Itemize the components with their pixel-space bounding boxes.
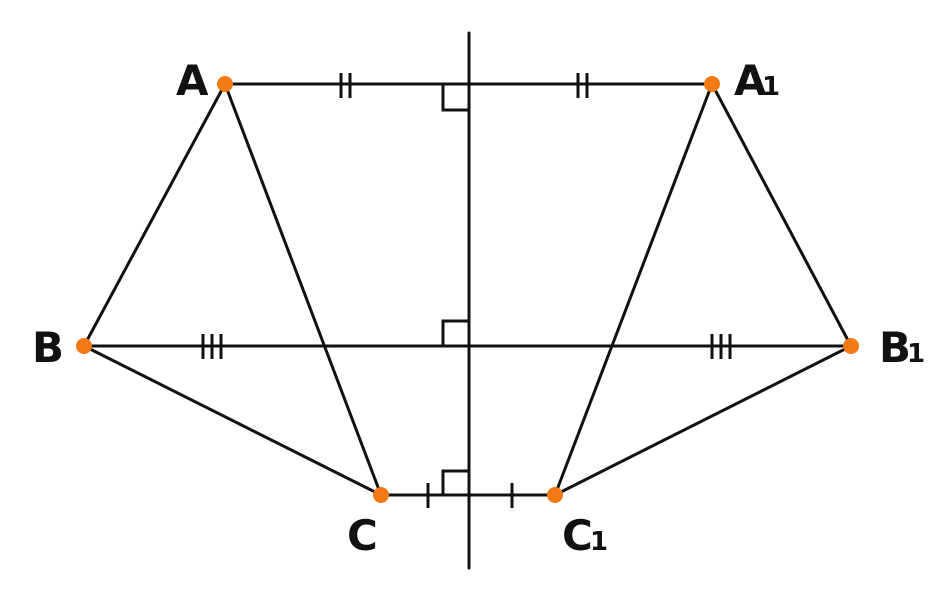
point-b1	[843, 338, 859, 354]
label-a1: A	[734, 56, 767, 105]
side-b1-c1	[553, 344, 853, 497]
point-a1	[704, 76, 720, 92]
right-angle-marker-b	[441, 319, 469, 346]
point-c	[373, 487, 389, 503]
side-b-c	[82, 344, 383, 497]
double-tick-right-aa1	[576, 73, 589, 98]
right-angle-marker-c	[441, 469, 469, 495]
point-a	[217, 76, 233, 92]
point-b	[76, 338, 92, 354]
double-tick-left-aa1	[339, 73, 352, 98]
label-b1-subscript: 1	[907, 339, 925, 369]
side-a-b	[82, 82, 227, 348]
label-c1: C	[562, 511, 593, 560]
right-angle-marker-a	[441, 84, 469, 112]
label-a1-subscript: 1	[762, 72, 780, 102]
label-b1: B	[879, 323, 911, 372]
label-a: A	[176, 56, 209, 105]
side-a1-b1	[710, 82, 853, 348]
label-c: C	[347, 511, 378, 560]
label-c1-subscript: 1	[590, 527, 608, 557]
triple-tick-right-bb1	[710, 334, 732, 359]
triple-tick-left-bb1	[201, 334, 223, 359]
side-a1-c1	[553, 82, 714, 497]
side-a-c	[223, 82, 383, 497]
label-b: B	[32, 323, 64, 372]
point-c1	[547, 487, 563, 503]
